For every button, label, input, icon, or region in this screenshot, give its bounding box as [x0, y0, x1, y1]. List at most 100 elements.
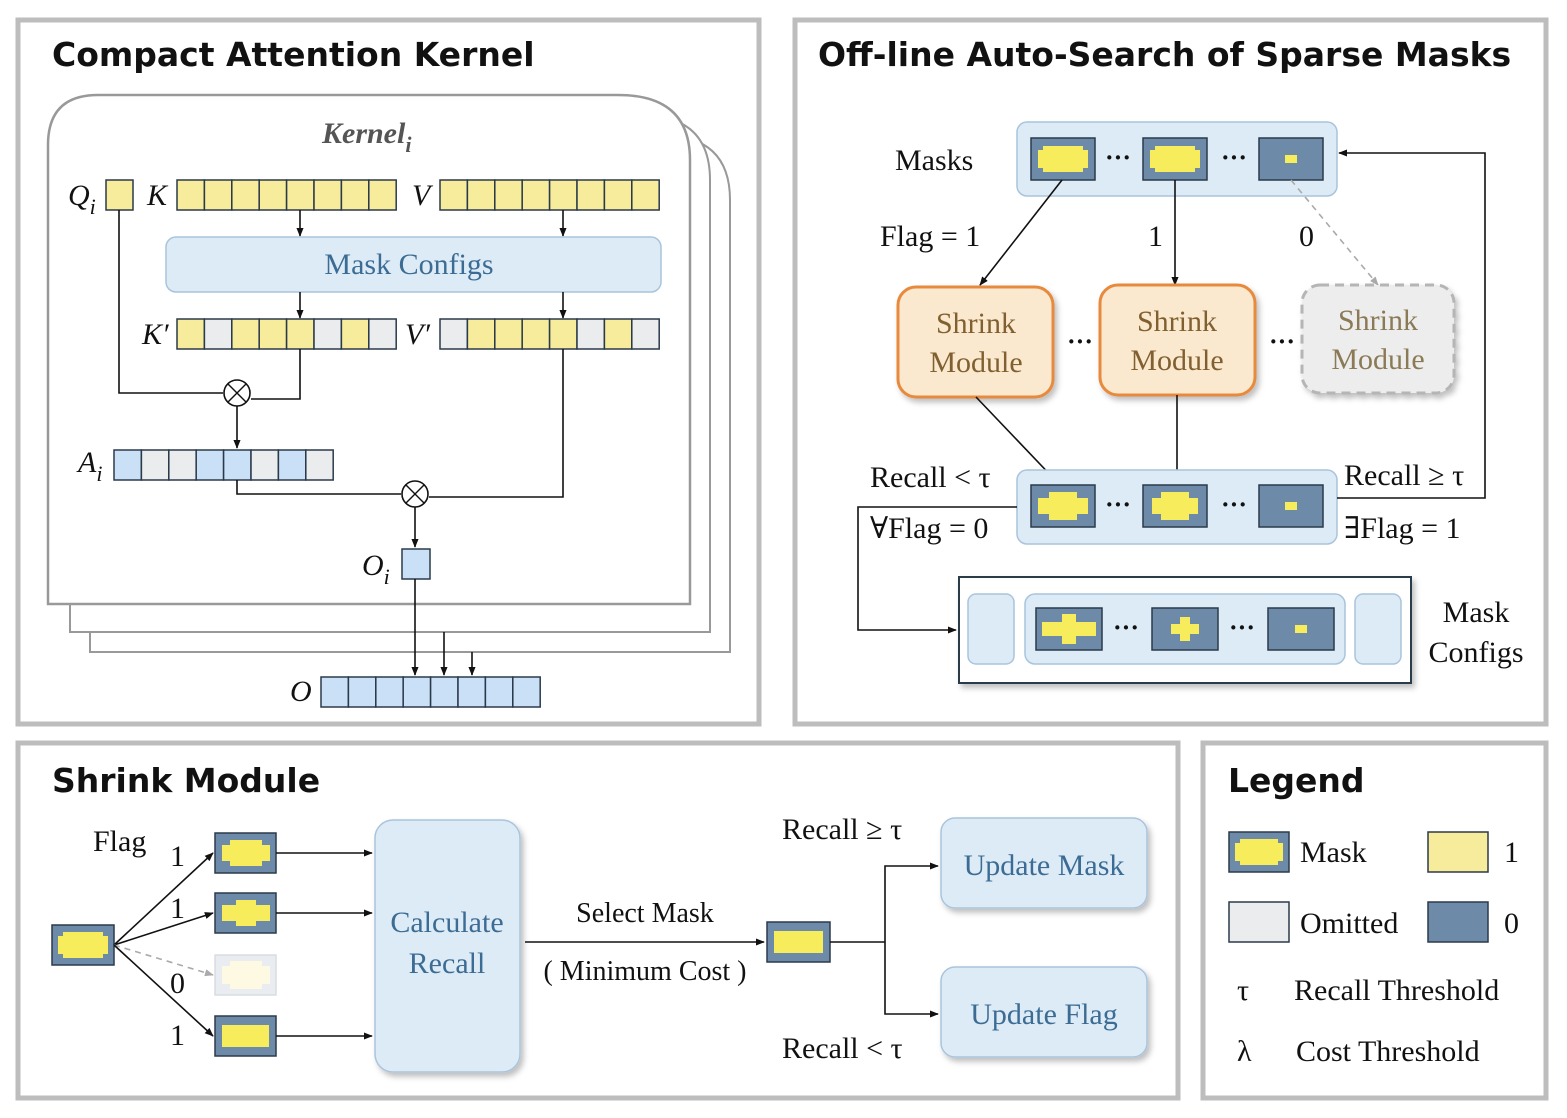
- vector-cell: [140, 449, 170, 481]
- vector-cell: [176, 318, 206, 350]
- ellipsis: ···: [1105, 143, 1131, 172]
- vector-cell: [203, 318, 233, 350]
- vector-cell: [340, 179, 370, 211]
- vector-cell: [113, 449, 143, 481]
- multiply-operator-2: [401, 480, 429, 508]
- ellipsis: ···: [1113, 613, 1139, 642]
- vector-cell: [368, 179, 397, 211]
- shrink-module-1: Shrink Module: [896, 285, 1055, 399]
- vector-cell: [512, 676, 541, 708]
- v-prime-label: V′: [405, 318, 430, 351]
- ellipsis: ···: [1269, 327, 1295, 356]
- v-label: V: [412, 179, 434, 212]
- vector-cell: [176, 179, 206, 211]
- vector-cell: [548, 179, 578, 211]
- legend-one-swatch: [1427, 831, 1489, 873]
- vector-cell: [222, 449, 252, 481]
- candidate-mask-2: [214, 892, 277, 934]
- update-flag-box: Update Flag: [940, 966, 1148, 1058]
- vector-cell: [285, 318, 315, 350]
- line-kprime-to-mult: [251, 349, 301, 400]
- mask-icon: [1258, 484, 1324, 528]
- q-cell: [105, 179, 134, 211]
- recall-ge-label: Recall ≥ τ: [1344, 459, 1464, 492]
- v-prime-vector: [439, 318, 660, 350]
- shrink-module-2: Shrink Module: [1098, 283, 1257, 397]
- line-q-to-mult: [118, 210, 223, 394]
- arrow-shrink-1-to-masks: [975, 396, 1059, 484]
- masks-label: Masks: [895, 144, 973, 177]
- arrow-to-mask-configs: [857, 506, 1017, 634]
- vector-cell: [494, 318, 523, 350]
- mask-icon: [1142, 137, 1208, 181]
- vector-cell: [375, 676, 404, 708]
- legend-mask-label: Mask: [1300, 836, 1367, 869]
- min-cost-label: ( Minimum Cost ): [543, 956, 746, 987]
- legend-omitted-swatch: [1228, 901, 1290, 943]
- svg-text:Module: Module: [929, 346, 1022, 379]
- vector-cell: [347, 676, 377, 708]
- a-vector: [113, 449, 334, 481]
- arrow-to-update-mask: [884, 862, 939, 942]
- branch-3-label: 0: [170, 967, 185, 1000]
- legend-lambda-symbol: λ: [1237, 1035, 1252, 1068]
- legend-one-label: 1: [1504, 836, 1519, 869]
- vector-cell: [603, 318, 633, 350]
- v-vector: [439, 179, 660, 211]
- vector-cell: [231, 318, 260, 350]
- legend-mask-swatch: [1228, 831, 1290, 873]
- flag-0-label: 0: [1299, 220, 1314, 253]
- vector-cell: [494, 179, 523, 211]
- panel-title: Compact Attention Kernel: [52, 35, 535, 74]
- candidate-mask-1: [214, 832, 277, 874]
- vector-cell: [277, 449, 307, 481]
- arrow-mask-to-shrink-3: [1290, 179, 1379, 286]
- vector-cell: [231, 179, 260, 211]
- legend-tau-symbol: τ: [1237, 974, 1249, 1007]
- mask-configs-label-2: Configs: [1428, 636, 1523, 669]
- vector-cell: [258, 179, 288, 211]
- vector-cell: [402, 676, 432, 708]
- vector-cell: [548, 318, 578, 350]
- ellipsis: ···: [1105, 490, 1131, 519]
- k-prime-label: K′: [141, 318, 169, 351]
- q-label: Qi: [68, 179, 96, 219]
- vector-cell: [484, 676, 514, 708]
- vector-cell: [368, 318, 397, 350]
- vector-cell: [313, 318, 343, 350]
- vector-cell: [168, 449, 197, 481]
- k-prime-vector: [176, 318, 397, 350]
- panel-auto-search: Off-line Auto-Search of Sparse Masks Mas…: [792, 17, 1549, 727]
- panel-title: Shrink Module: [52, 761, 320, 800]
- vector-cell: [250, 449, 280, 481]
- vector-cell: [466, 318, 496, 350]
- panel-compact-attention-kernel: Compact Attention Kernel Kerneli Qi K V …: [15, 17, 762, 727]
- flag-eq-1-label: Flag = 1: [880, 220, 980, 253]
- legend-omitted-label: Omitted: [1300, 907, 1398, 940]
- vector-cell: [203, 179, 233, 211]
- branch-arrow-4: [113, 944, 214, 1037]
- update-mask-box: Update Mask: [940, 817, 1148, 909]
- svg-text:Shrink: Shrink: [936, 307, 1016, 340]
- a-label: Ai: [76, 446, 102, 486]
- panel-title: Legend: [1228, 761, 1365, 800]
- svg-text:Calculate: Calculate: [390, 906, 503, 939]
- ellipsis: ···: [1067, 327, 1093, 356]
- svg-text:Recall: Recall: [409, 947, 486, 980]
- svg-text:Update Mask: Update Mask: [964, 849, 1125, 882]
- legend-tau-desc: Recall Threshold: [1294, 974, 1499, 1007]
- arrow-to-update-flag: [884, 942, 939, 1018]
- vector-cell: [313, 179, 343, 211]
- arrow-loop-back-to-masks: [1337, 149, 1486, 499]
- vector-cell: [631, 318, 660, 350]
- exists-flag-label: ∃Flag = 1: [1344, 512, 1461, 545]
- svg-text:Module: Module: [1130, 344, 1223, 377]
- flag-label: Flag: [93, 825, 146, 858]
- vector-cell: [258, 318, 288, 350]
- candidate-mask-3-omitted: [214, 954, 277, 996]
- vector-cell: [603, 179, 633, 211]
- line-vprime-to-mult: [429, 349, 564, 498]
- mask-icon: [1267, 607, 1335, 651]
- k-vector: [176, 179, 397, 211]
- mask-icon: [1142, 484, 1208, 528]
